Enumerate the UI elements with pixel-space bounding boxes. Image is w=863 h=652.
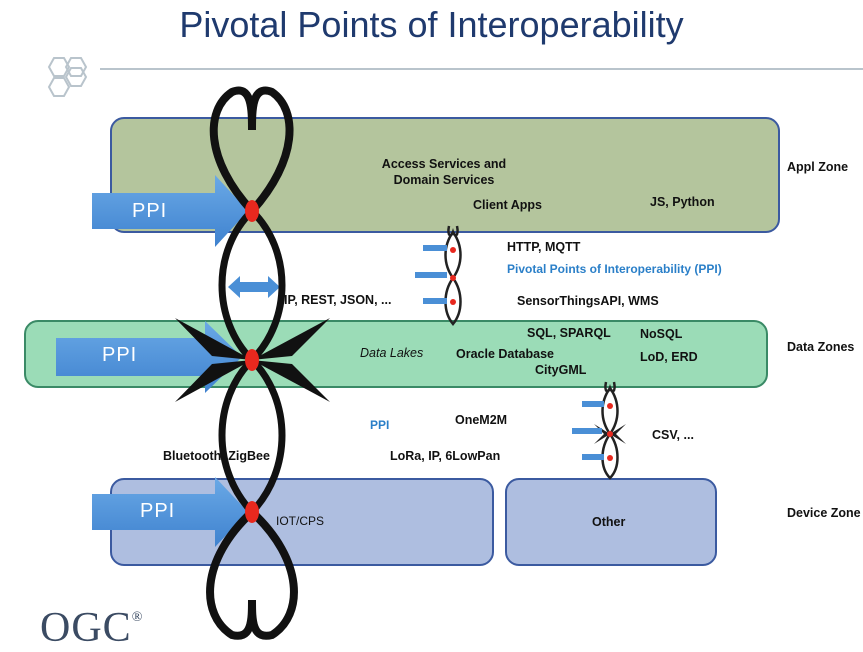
ppi-legend-text: Pivotal Points of Interoperability (PPI) <box>507 262 722 276</box>
page-title: Pivotal Points of Interoperability <box>179 4 684 45</box>
sql-sparql-text: SQL, SPARQL <box>527 326 611 340</box>
small-ppi-icon-upper <box>415 225 462 326</box>
small-ppi-icon-lower <box>572 381 626 480</box>
other-text: Other <box>592 515 626 529</box>
js-python-text: JS, Python <box>650 195 715 209</box>
data-lakes-text: Data Lakes <box>360 346 424 360</box>
ppi-arrow-label-appl: PPI <box>132 200 168 222</box>
zone-label-appl: Appl Zone <box>787 160 849 174</box>
ppi-arrow-data <box>56 321 242 393</box>
citygml-text: CityGML <box>535 363 587 377</box>
ip-rest-json-text: IP, REST, JSON, ... <box>284 293 392 307</box>
lora-ip-text: LoRa, IP, 6LowPan <box>390 449 501 463</box>
ppi-arrow-device <box>92 477 248 547</box>
sensorthings-text: SensorThingsAPI, WMS <box>517 294 659 308</box>
csv-text: CSV, ... <box>652 428 694 442</box>
ppi-arrow-label-data: PPI <box>102 344 138 366</box>
ogc-logo: OGC® <box>40 605 144 651</box>
http-mqtt-text: HTTP, MQTT <box>507 240 581 254</box>
nosql-text: NoSQL <box>640 327 683 341</box>
lod-erd-text: LoD, ERD <box>640 350 698 364</box>
hexagon-logo-icon <box>47 57 88 97</box>
oracle-text: Oracle Database <box>456 347 554 361</box>
zone-label-data: Data Zones <box>787 340 855 354</box>
client-apps-text: Client Apps <box>473 198 542 212</box>
zone-label-device: Device Zone <box>787 506 861 520</box>
ppi-arrow-label-device: PPI <box>140 500 176 522</box>
ppi-arrow-appl <box>92 175 248 247</box>
title-divider <box>100 68 863 70</box>
access-services-text: Access Services and <box>381 157 507 171</box>
domain-services-text: Domain Services <box>393 173 495 187</box>
onem2m-text: OneM2M <box>455 413 508 427</box>
bluetooth-zigbee-text: Bluetooth, ZigBee <box>163 449 270 463</box>
device-zone-other-box <box>505 478 717 566</box>
iot-cps-text: IOT/CPS <box>276 514 325 528</box>
ppi-small-text: PPI <box>370 418 390 432</box>
